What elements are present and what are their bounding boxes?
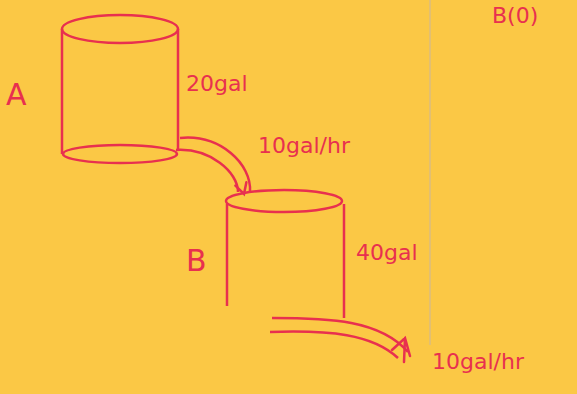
tank-capacity: 20gal bbox=[186, 72, 248, 96]
pipe-connector bbox=[176, 138, 250, 194]
flow-rate-label: 10gal/hr bbox=[258, 134, 350, 158]
tank-name: B bbox=[186, 244, 207, 277]
outflow-pipe bbox=[270, 332, 398, 358]
tank-outline bbox=[222, 186, 347, 314]
tank-capacity: 40gal bbox=[356, 241, 418, 265]
tank: B40gal bbox=[222, 186, 347, 314]
page-divider bbox=[430, 0, 431, 345]
outflow-arrow bbox=[392, 338, 410, 362]
tank-outline bbox=[60, 12, 180, 164]
note-label: B(0) bbox=[492, 4, 538, 28]
tank-bottom bbox=[63, 145, 177, 163]
pipe-wall bbox=[180, 138, 250, 192]
flow-rate-label: 10gal/hr bbox=[432, 350, 524, 374]
tank: A20gal bbox=[60, 12, 180, 164]
tank-top bbox=[226, 190, 342, 212]
tank-name: A bbox=[6, 78, 27, 111]
tank-side bbox=[227, 204, 344, 318]
tank-top bbox=[62, 15, 178, 43]
tank-side bbox=[62, 29, 178, 154]
pipe-wall bbox=[176, 150, 238, 192]
